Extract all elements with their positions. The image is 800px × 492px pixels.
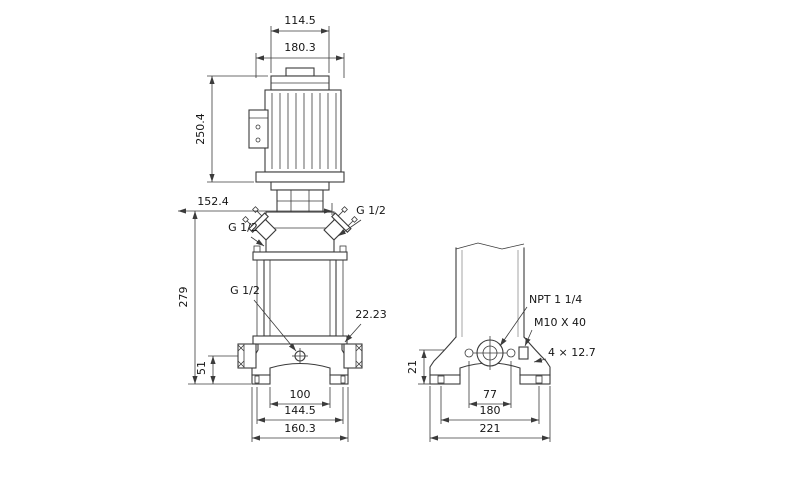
port-flange [248,212,269,233]
leader-line [499,306,528,347]
motor [248,67,345,183]
label-port-mid: G 1/2 [230,284,297,352]
pump-head [265,211,335,253]
port-label: G 1/2 [228,221,258,234]
head-body [265,211,335,253]
staybolt-nut [253,245,261,253]
dim-motor-width: 180.3 [255,41,345,78]
foot-slot [437,375,445,384]
bolt-mark [355,344,363,352]
dim-label: 279 [177,287,190,308]
flange-bolt-hole [464,348,474,358]
port-label: G 1/2 [356,204,386,217]
top-port-left [242,206,277,241]
label-port-left: G 1/2 [228,221,265,247]
dim-label: 160.3 [284,422,316,435]
base-right [429,336,551,385]
port-stud [337,210,344,217]
top-port-right [323,206,358,241]
label-npt: NPT 1 1/4 [499,293,582,347]
port-stud [256,210,263,217]
terminal-box-screw [255,137,261,143]
dim-feet-inner: 100 [269,387,331,408]
port-nut [242,216,249,223]
column [455,242,525,338]
slot-label: 4 × 12.7 [548,346,596,359]
foot-slot [535,375,543,384]
dim-label: 152.4 [197,195,229,208]
leader-line [253,299,297,352]
label-m10: M10 X 40 [524,316,586,347]
foot-pad-right [329,374,349,385]
leader-line [533,357,547,363]
motor-flange [255,171,345,183]
dim-label: 114.5 [284,14,316,27]
dim-head-span: 152.4 [178,195,333,215]
coupling [270,181,330,213]
port-stud [347,220,354,227]
dim-port-height: 51 [195,355,238,384]
staybolt-nut [339,245,347,253]
foot-pad-right [519,374,551,385]
bolt-mark [355,360,363,368]
dim-label: 221 [480,422,501,435]
dim-base-offset: 22.23 [344,308,387,343]
dim-label: 180.3 [284,41,316,54]
adapter-plate [270,181,330,191]
right-view: NPT 1 1/4 M10 X 40 4 × 12.7 21 77 [406,242,596,442]
left-view: 114.5 180.3 250.4 152.4 279 51 [177,14,387,442]
leader-line [250,236,265,247]
label-slot: 4 × 12.7 [533,346,596,363]
dim-label: 180 [480,404,501,417]
port-label: G 1/2 [230,284,260,297]
label-port-right: G 1/2 [337,204,386,237]
dim-body-height: 279 [177,211,251,385]
dim-base-width-right: 221 [429,386,551,442]
bolt-mark [237,360,245,368]
base-flare-left [429,336,457,376]
chamber-shell [263,259,337,337]
port-nut [341,206,348,213]
bolt-mark [237,344,245,352]
dim-label: 144.5 [284,404,316,417]
port-stud [246,220,253,227]
flange-bolt-hole [506,348,516,358]
mounting-bolt-section [518,346,529,360]
break-line [455,242,525,250]
dim-label: 51 [195,361,208,375]
dim-mount-span: 180 [440,386,540,424]
port-flange [331,212,352,233]
dim-label: 77 [483,388,497,401]
dim-base-width: 160.3 [251,387,349,442]
leader-line [524,329,533,347]
foot-pad-left [429,374,461,385]
dim-bolt-span: 144.5 [256,387,344,424]
dim-motor-height: 250.4 [194,75,268,183]
dim-label: 21 [406,360,419,374]
pump-base [237,343,363,385]
foot-slot [340,375,346,384]
dim-foot-height: 21 [406,349,444,385]
dim-port-bolt-span: 77 [468,361,512,408]
dim-top-width: 114.5 [270,14,330,73]
top-flange-plate [252,251,348,261]
motor-top-cap [285,67,315,77]
foot-pad-left [251,374,271,385]
chamber-stack [252,245,348,345]
port-thread-label: NPT 1 1/4 [529,293,582,306]
dim-label: 100 [290,388,311,401]
motor-body [264,89,342,173]
dim-label: 250.4 [194,113,207,145]
port-nut [351,216,358,223]
leader-line [344,323,362,343]
foot-slot [254,375,260,384]
dim-label: 22.23 [355,308,387,321]
bolt-label: M10 X 40 [534,316,586,329]
terminal-box-screw [255,124,261,130]
leader-line [337,219,362,237]
bottom-flange-plate [252,335,348,345]
